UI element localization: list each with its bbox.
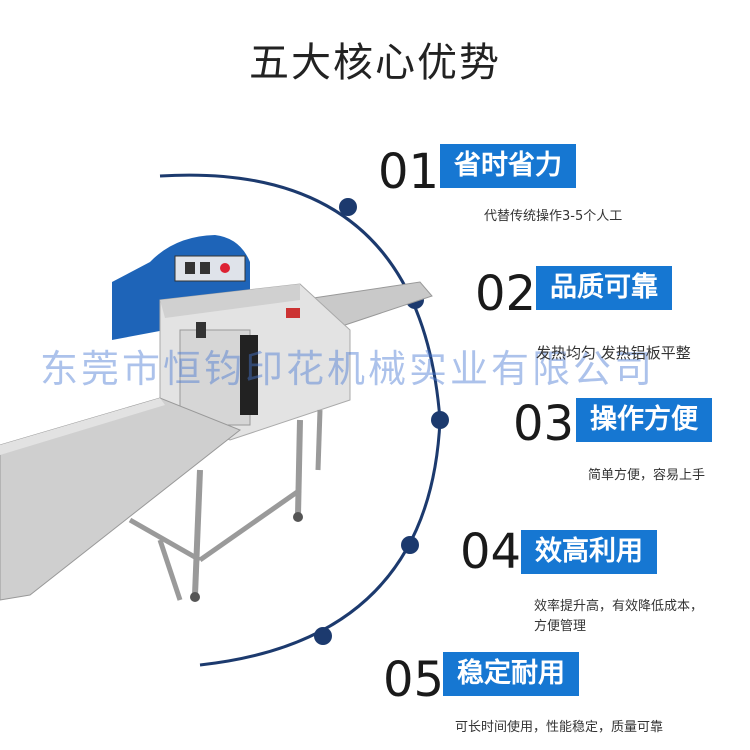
item-label-01: 省时省力: [440, 144, 576, 189]
item-label-03: 操作方便: [576, 398, 712, 443]
item-desc-05: 可长时间使用，性能稳定，质量可靠: [455, 720, 664, 735]
item-number-03: 03: [513, 396, 575, 452]
arc-dot-3: [431, 411, 449, 429]
item-number-04: 04: [460, 524, 522, 580]
item-desc-02: 发热均匀 发热铝板平整: [536, 344, 691, 362]
item-label-04: 效高利用: [521, 530, 657, 575]
item-label-02: 品质可靠: [536, 266, 672, 311]
watermark: 东莞市恒钧印花机械实业有限公司: [40, 347, 656, 391]
arc-dot-5: [314, 627, 332, 645]
page-title: 五大核心优势: [249, 40, 501, 86]
item-number-02: 02: [475, 266, 537, 322]
item-number-05: 05: [383, 652, 445, 708]
arc-dot-1: [339, 198, 357, 216]
item-desc-04-line-2: 方便管理: [534, 619, 587, 634]
arc-dot-4: [401, 536, 419, 554]
item-desc-01: 代替传统操作3-5个人工: [484, 209, 623, 224]
item-number-01: 01: [378, 144, 440, 200]
item-label-05: 稳定耐用: [443, 652, 579, 697]
item-desc-04-line-1: 效率提升高，有效降低成本，: [534, 599, 704, 614]
item-desc-03: 简单方便，容易上手: [588, 468, 706, 483]
